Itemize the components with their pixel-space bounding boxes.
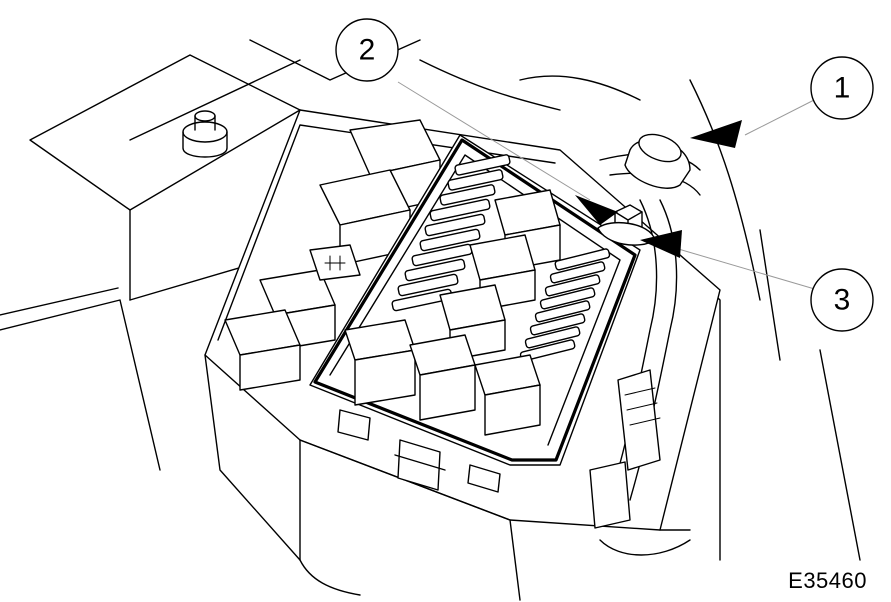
- relay-block-center: [344, 189, 561, 436]
- callout-1: 1: [810, 56, 874, 120]
- wiring-harness: [589, 152, 701, 529]
- terminal-nut: [597, 204, 656, 246]
- terminal-cap: [624, 133, 691, 189]
- battery-terminal: [182, 110, 228, 158]
- mini-fuse-array: [391, 154, 611, 362]
- callout-1-label: 1: [834, 72, 851, 105]
- callout-3-label: 3: [834, 284, 851, 317]
- arrow-1-icon: [690, 120, 742, 148]
- callout-arrows: [575, 120, 742, 258]
- arrow-3-icon: [640, 230, 682, 258]
- fuse-panel: [309, 134, 641, 466]
- callout-2: 2: [335, 18, 399, 82]
- relay-block-left: [224, 119, 441, 391]
- arrow-2-icon: [575, 195, 618, 225]
- figure-id: E35460: [788, 568, 867, 593]
- callout-3: 3: [810, 268, 874, 332]
- leader-lines: [397, 81, 819, 291]
- housing-latches: [337, 409, 501, 493]
- callout-2-label: 2: [359, 34, 376, 67]
